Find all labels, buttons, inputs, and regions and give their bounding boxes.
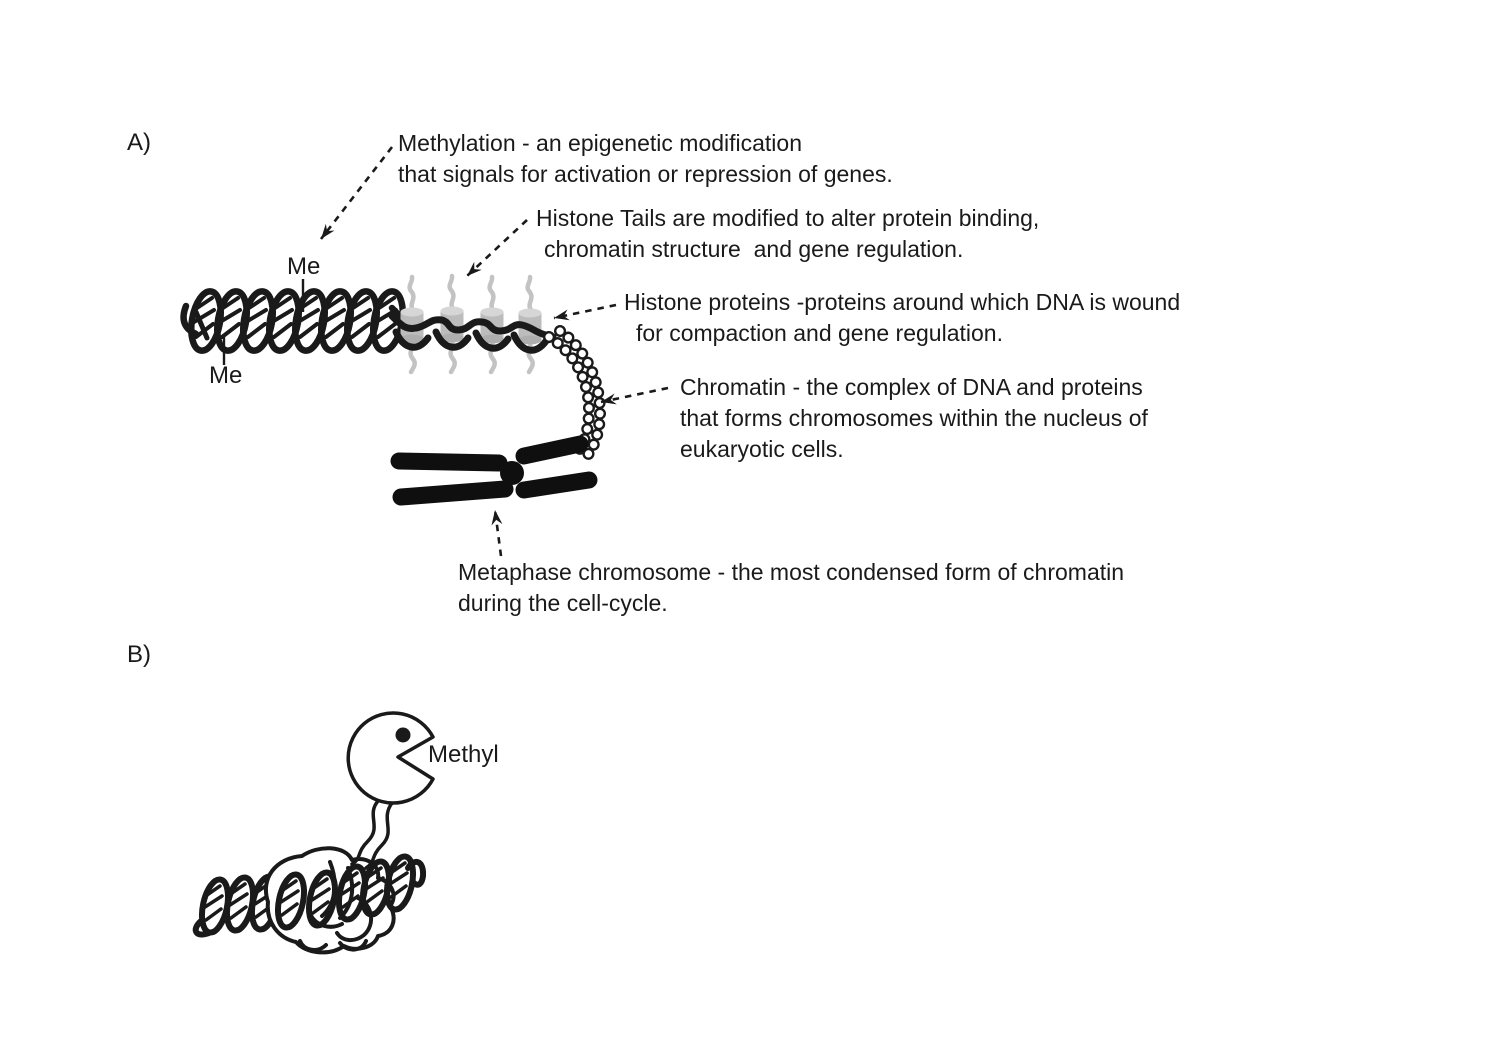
arrow-histone-tails (466, 219, 528, 277)
annotation-arrows (319, 146, 669, 557)
annotation-line: chromatin structure and gene regulation. (544, 236, 964, 262)
annotation-line: Methylation - an epigenetic modification (398, 130, 803, 156)
methyl-label: Methyl (428, 741, 499, 768)
dna-helix-coil (180, 289, 416, 353)
arrow-metaphase (491, 509, 503, 557)
annotation-line: that forms chromosomes within the nucleu… (680, 405, 1148, 431)
arrow-methylation (319, 146, 394, 240)
pacman-body (346, 711, 435, 805)
annotation-histone-tails: Histone Tails are modified to alter prot… (536, 203, 1039, 265)
centromere (500, 461, 524, 485)
annotation-histone-proteins: Histone proteins -proteins around which … (624, 287, 1180, 349)
pacman-tails (350, 799, 394, 870)
pacman-methyl-figure (346, 711, 435, 870)
annotation-line: Histone proteins -proteins around which … (624, 289, 1181, 315)
annotation-chromatin: Chromatin - the complex of DNA and prote… (680, 372, 1148, 465)
me-label-bottom: Me (209, 362, 243, 389)
annotation-line: during the cell-cycle. (458, 590, 668, 616)
arrow-histone-proteins (553, 303, 617, 321)
annotation-metaphase: Metaphase chromosome - the most condense… (458, 557, 1124, 619)
annotation-line: that signals for activation or repressio… (398, 161, 893, 187)
dna-strand-weave (388, 312, 557, 354)
annotation-methylation: Methylation - an epigenetic modification… (398, 128, 893, 190)
panel-b-label: B) (127, 641, 151, 668)
arrow-chromatin (600, 386, 669, 405)
annotation-line: for compaction and gene regulation. (636, 320, 1003, 346)
panel-a-label: A) (127, 129, 151, 156)
annotation-line: Metaphase chromosome - the most condense… (458, 559, 1125, 585)
me-label-top: Me (287, 253, 321, 280)
annotation-line: Chromatin - the complex of DNA and prote… (680, 374, 1143, 400)
annotation-line: eukaryotic cells. (680, 436, 844, 462)
annotation-line: Histone Tails are modified to alter prot… (536, 205, 1040, 231)
metaphase-chromosome (390, 435, 598, 506)
dna-helix-b-front (274, 854, 427, 930)
pacman-eye-icon (395, 727, 411, 743)
dna-helix-b-back (192, 874, 283, 935)
histone-group (388, 273, 557, 375)
